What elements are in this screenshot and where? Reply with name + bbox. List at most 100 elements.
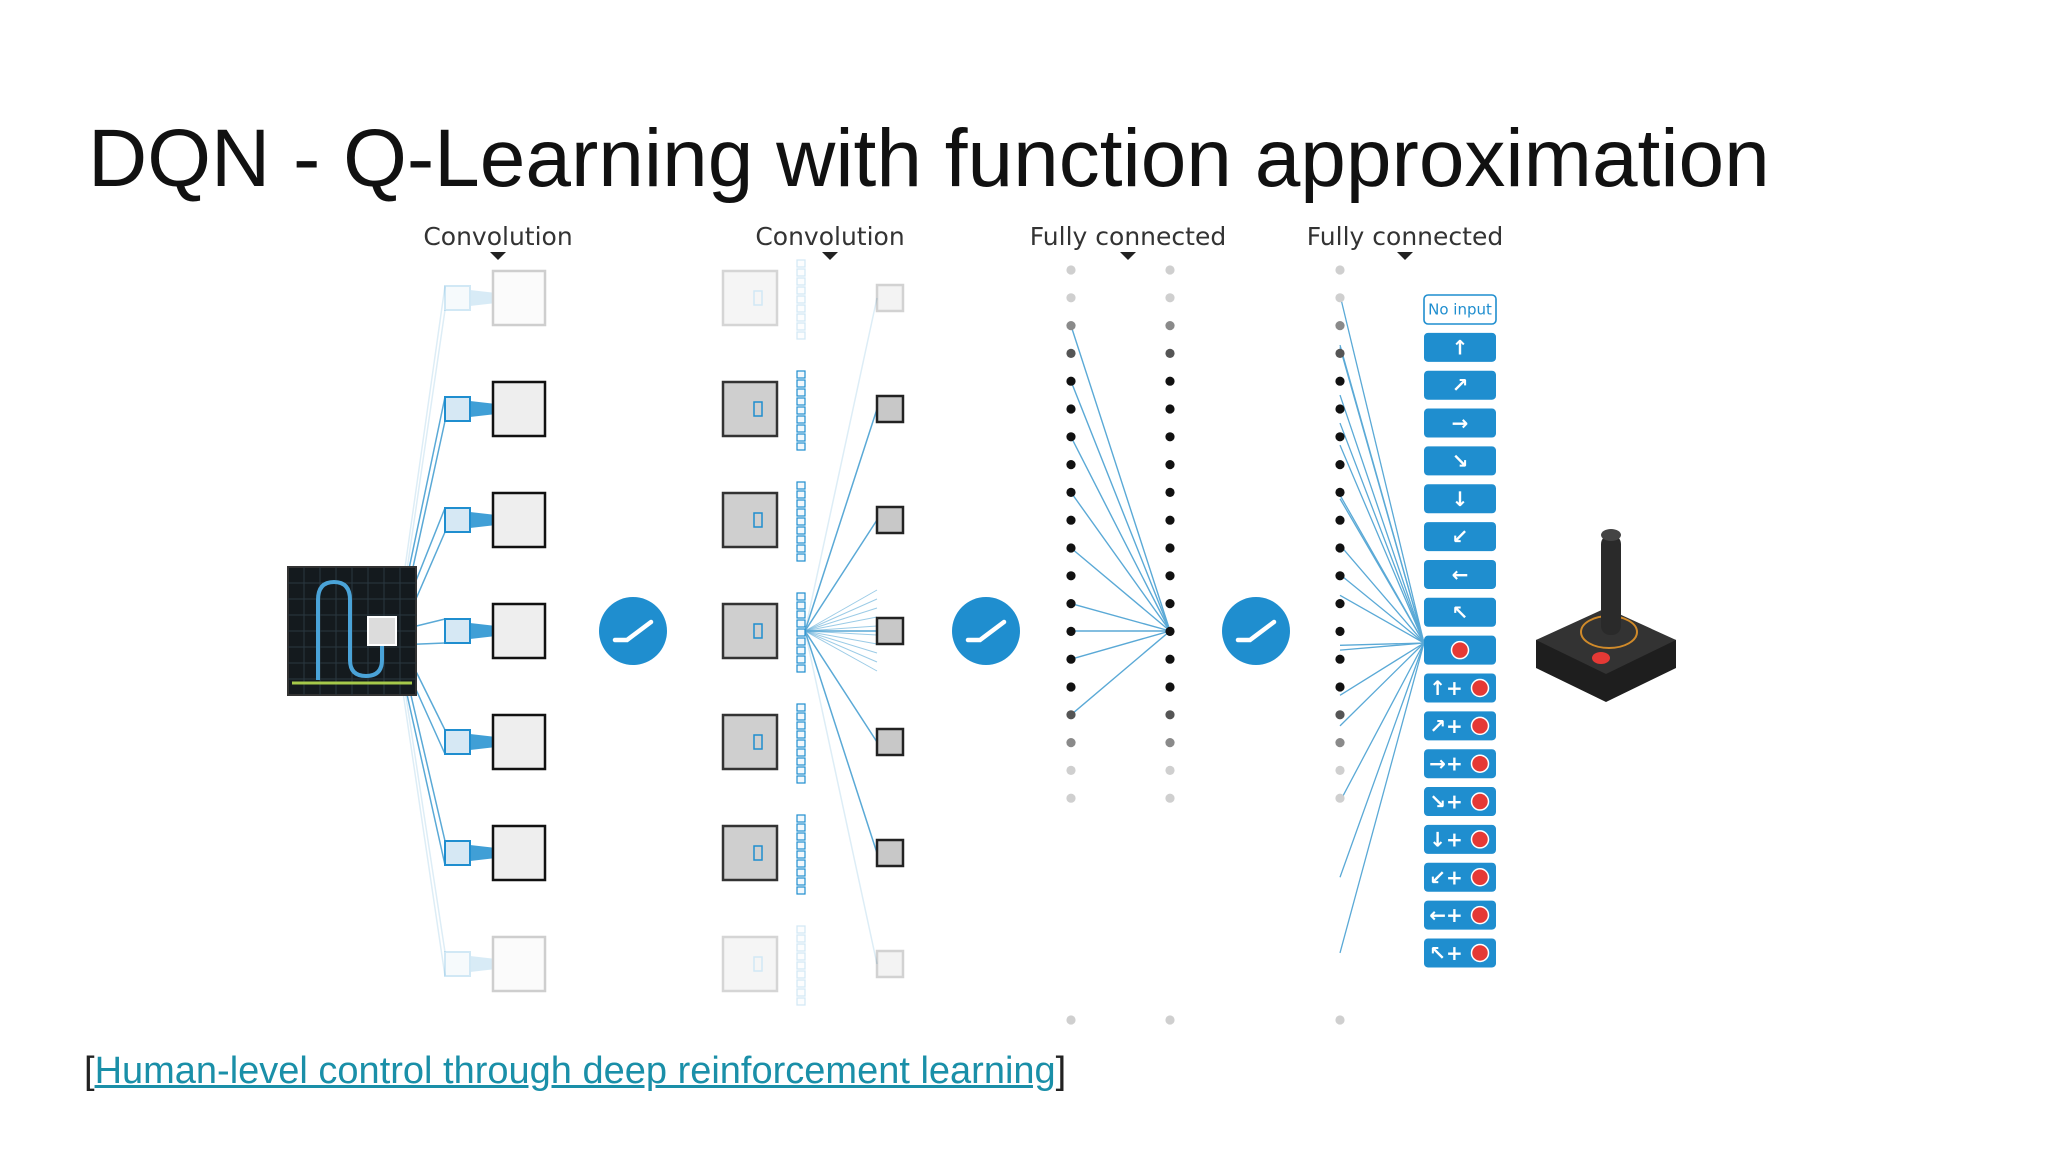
channel-stack-cell: [796, 304, 806, 313]
joystick-stick-top: [1601, 529, 1621, 541]
neuron-dot: [1066, 404, 1076, 414]
neuron-dot: [1066, 293, 1076, 303]
feature-map-square: [491, 824, 547, 882]
conv2-layer: [721, 259, 905, 1006]
relu-icon: [1222, 597, 1290, 665]
connection-line: [1339, 642, 1425, 696]
fire-icon: [1470, 678, 1490, 698]
neuron-dot: [1066, 265, 1076, 275]
connection-line: [804, 607, 878, 632]
connection-line: [1070, 491, 1171, 632]
connection-line: [1070, 630, 1171, 660]
neuron-dot: [1335, 571, 1345, 581]
neuron-dot: [1335, 738, 1345, 748]
filter-patch: [753, 623, 763, 639]
channel-stack-cell: [796, 655, 806, 664]
feature-map: [444, 380, 547, 438]
channel-stack-cell: [796, 379, 806, 388]
connection-line: [804, 630, 878, 743]
neuron-dot: [1165, 682, 1175, 692]
connection-line: [1339, 394, 1425, 644]
connection-line: [1339, 422, 1425, 644]
filter-patch: [444, 840, 471, 866]
neuron-dot: [1165, 265, 1175, 275]
neuron-dot: [1165, 626, 1175, 637]
neuron-dot: [1335, 793, 1345, 803]
channel-stack-cell: [796, 886, 806, 895]
feature-map: [721, 481, 905, 562]
channel-stack-cell: [796, 952, 806, 961]
neuron-dot: [1066, 599, 1076, 609]
fire-icon: [1470, 716, 1490, 736]
neuron-dot: [1066, 710, 1076, 720]
neuron-dot: [1165, 654, 1175, 664]
neuron-dot: [1335, 376, 1345, 386]
neuron-dot: [1066, 738, 1076, 748]
projection-cone: [470, 290, 505, 306]
neuron-dot: [1066, 571, 1076, 581]
feature-map-square: [721, 935, 779, 993]
channel-stack-cell: [796, 748, 806, 757]
projection-cone: [470, 956, 505, 972]
channel-stack-cell: [796, 646, 806, 655]
connection-line: [1339, 594, 1425, 644]
channel-stack-cell: [796, 637, 806, 646]
relu-activations: [599, 597, 1290, 665]
filter-patch: [444, 729, 471, 755]
channel-stack-cell: [796, 610, 806, 619]
feature-map-square: [491, 491, 547, 549]
feature-map-square: [491, 713, 547, 771]
neuron-dot: [1165, 1015, 1175, 1025]
chevron-down-icon: [490, 252, 506, 260]
action-glyph: ↖: [1452, 600, 1469, 624]
neuron-dot: [1335, 682, 1345, 692]
neuron-dot: [1066, 432, 1076, 442]
connection-line: [804, 630, 878, 663]
channel-stack-cell: [796, 997, 806, 1006]
channel-stack-cell: [796, 703, 806, 712]
input-screen: [287, 566, 417, 696]
neuron-dot: [1066, 376, 1076, 386]
channel-stack-cell: [796, 841, 806, 850]
neuron-dot: [1335, 404, 1345, 414]
channel-stack-cell: [796, 424, 806, 433]
neuron-dot: [1335, 710, 1345, 720]
neuron-dot: [1165, 321, 1175, 331]
citation-open-bracket: [: [84, 1050, 95, 1092]
arrow-down-right-icon: [1424, 446, 1496, 476]
feature-map-square: [721, 824, 779, 882]
channel-stack-cell: [796, 553, 806, 562]
fire-icon: [1450, 640, 1470, 660]
connection-line: [1339, 294, 1425, 644]
snake-path: [316, 579, 384, 680]
action-glyph: ←: [1452, 562, 1469, 586]
filter-patch: [753, 845, 763, 861]
action-glyph: ↘: [1452, 449, 1469, 473]
channel-stack-cell: [796, 850, 806, 859]
action-glyph: →+: [1429, 752, 1463, 776]
fire-icon: [1470, 792, 1490, 811]
channel-stack-cell: [796, 259, 806, 268]
connection-line: [395, 644, 446, 977]
feature-map-square: [721, 380, 779, 438]
arrow-up-icon: [1424, 332, 1496, 362]
neuron-dot: [1335, 765, 1345, 776]
channel-stack-cell: [796, 415, 806, 424]
connection-line: [804, 625, 878, 632]
neuron-dot: [1335, 293, 1345, 303]
feature-map: [721, 925, 905, 1006]
channel-stack-cell: [796, 877, 806, 886]
action-glyph: →: [1452, 411, 1469, 435]
connection-line: [804, 630, 878, 965]
connection-line: [1070, 325, 1171, 632]
connection-line: [1070, 547, 1171, 632]
neuron-dot: [1066, 515, 1076, 525]
neuron-dot: [1066, 765, 1076, 776]
neuron-dot: [1335, 265, 1345, 275]
feature-map-square: [721, 713, 779, 771]
neuron-dot: [1165, 460, 1175, 470]
neuron-dot: [1165, 376, 1175, 386]
channel-stack-cell: [796, 814, 806, 823]
citation-link[interactable]: Human-level control through deep reinfor…: [94, 1050, 1056, 1092]
